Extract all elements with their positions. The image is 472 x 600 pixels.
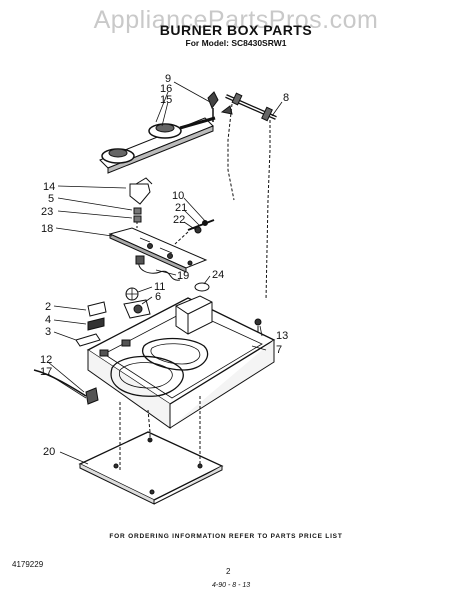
callout-6: 6 xyxy=(155,291,161,303)
switch-bracket xyxy=(129,177,153,205)
callout-3: 3 xyxy=(45,326,51,338)
callout-labels: 9 16 15 8 14 5 23 10 21 22 18 24 19 11 6… xyxy=(40,73,289,458)
callout-23: 23 xyxy=(41,206,53,218)
spring-and-screws xyxy=(133,207,142,232)
burner-box xyxy=(86,295,276,429)
callout-16: 16 xyxy=(160,83,172,95)
support-plate xyxy=(108,227,208,273)
callout-17: 17 xyxy=(40,366,52,378)
watermark: AppliancePartsPros.com xyxy=(93,6,379,34)
cap-part xyxy=(194,282,210,292)
callout-15: 15 xyxy=(160,94,172,106)
callout-12: 12 xyxy=(40,354,52,366)
callout-18: 18 xyxy=(41,223,53,235)
callout-19: 19 xyxy=(177,270,189,282)
valve-igniter-group xyxy=(123,287,151,319)
page-title: BURNER BOX PARTS xyxy=(159,22,313,38)
callout-8: 8 xyxy=(283,92,289,104)
callout-22: 22 xyxy=(173,214,185,226)
callout-20: 20 xyxy=(43,446,55,458)
ordering-note: FOR ORDERING INFORMATION REFER TO PARTS … xyxy=(109,533,343,540)
date-code: 4-90 - 8 - 13 xyxy=(212,582,251,589)
orifice-fittings xyxy=(174,219,215,245)
callout-7: 7 xyxy=(276,344,282,356)
callout-14: 14 xyxy=(43,181,55,193)
callout-21: 21 xyxy=(175,202,187,214)
callout-5: 5 xyxy=(48,193,54,205)
callout-10: 10 xyxy=(172,190,184,202)
screw xyxy=(254,318,262,336)
leader-lines xyxy=(47,81,283,465)
callout-9: 9 xyxy=(165,73,171,85)
callout-13: 13 xyxy=(276,330,288,342)
bottom-plate xyxy=(78,396,224,505)
wire-harness xyxy=(135,255,181,281)
part-number: 4179229 xyxy=(12,560,44,569)
model-subtitle: For Model: SC8430SRW1 xyxy=(185,38,287,48)
igniter-parts xyxy=(207,91,233,122)
callout-11: 11 xyxy=(154,281,165,293)
callout-4: 4 xyxy=(45,314,51,326)
gas-manifold xyxy=(225,92,277,301)
burner-assembly xyxy=(99,116,216,174)
wire-lead xyxy=(33,369,99,405)
callout-24: 24 xyxy=(212,269,224,281)
callout-2: 2 xyxy=(45,301,51,313)
page-number: 2 xyxy=(226,567,231,576)
mounting-brackets xyxy=(75,301,107,347)
